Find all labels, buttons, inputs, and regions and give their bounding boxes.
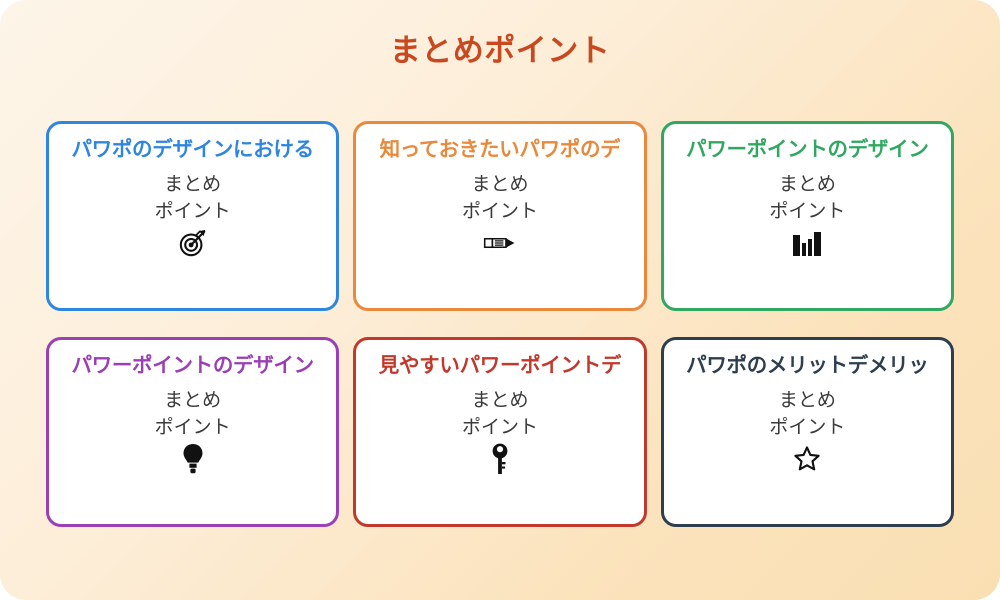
summary-card-title: 見やすいパワーポイントデ (378, 354, 622, 377)
dart-target-icon (178, 227, 208, 259)
summary-card-body: まとめ ポイント (461, 172, 538, 222)
summary-card-grid: パワポのデザインにおけるまとめ ポイント知っておきたいパワポのデまとめ ポイント… (46, 121, 954, 527)
summary-card-title: 知っておきたいパワポのデ (379, 138, 621, 161)
summary-card[interactable]: パワポのデザインにおけるまとめ ポイント (46, 121, 340, 311)
key-icon (490, 443, 510, 475)
summary-card-body: まとめ ポイント (769, 388, 846, 438)
summary-card[interactable]: パワポのメリットデメリッまとめ ポイント (660, 337, 954, 527)
summary-card[interactable]: パワーポイントのデザインまとめ ポイント (46, 337, 340, 527)
page-title: まとめポイント (389, 33, 611, 69)
summary-card-body: まとめ ポイント (769, 172, 846, 222)
summary-card-body: まとめ ポイント (461, 388, 538, 438)
summary-card-title: パワーポイントのデザイン (71, 354, 314, 377)
summary-card-title: パワポのデザインにおける (71, 138, 314, 161)
bar-chart-icon (792, 227, 822, 259)
summary-card-body: まとめ ポイント (154, 172, 231, 222)
summary-card[interactable]: パワーポイントのデザインまとめ ポイント (660, 121, 954, 311)
summary-card-body: まとめ ポイント (154, 388, 231, 438)
summary-card-title: パワポのメリットデメリッ (686, 354, 929, 377)
star-icon (794, 443, 820, 475)
summary-card[interactable]: 見やすいパワーポイントデまとめ ポイント (353, 337, 647, 527)
summary-card[interactable]: 知っておきたいパワポのデまとめ ポイント (353, 121, 647, 311)
pencil-icon (483, 227, 517, 259)
lightbulb-icon (182, 443, 204, 475)
summary-card-title: パワーポイントのデザイン (686, 138, 929, 161)
